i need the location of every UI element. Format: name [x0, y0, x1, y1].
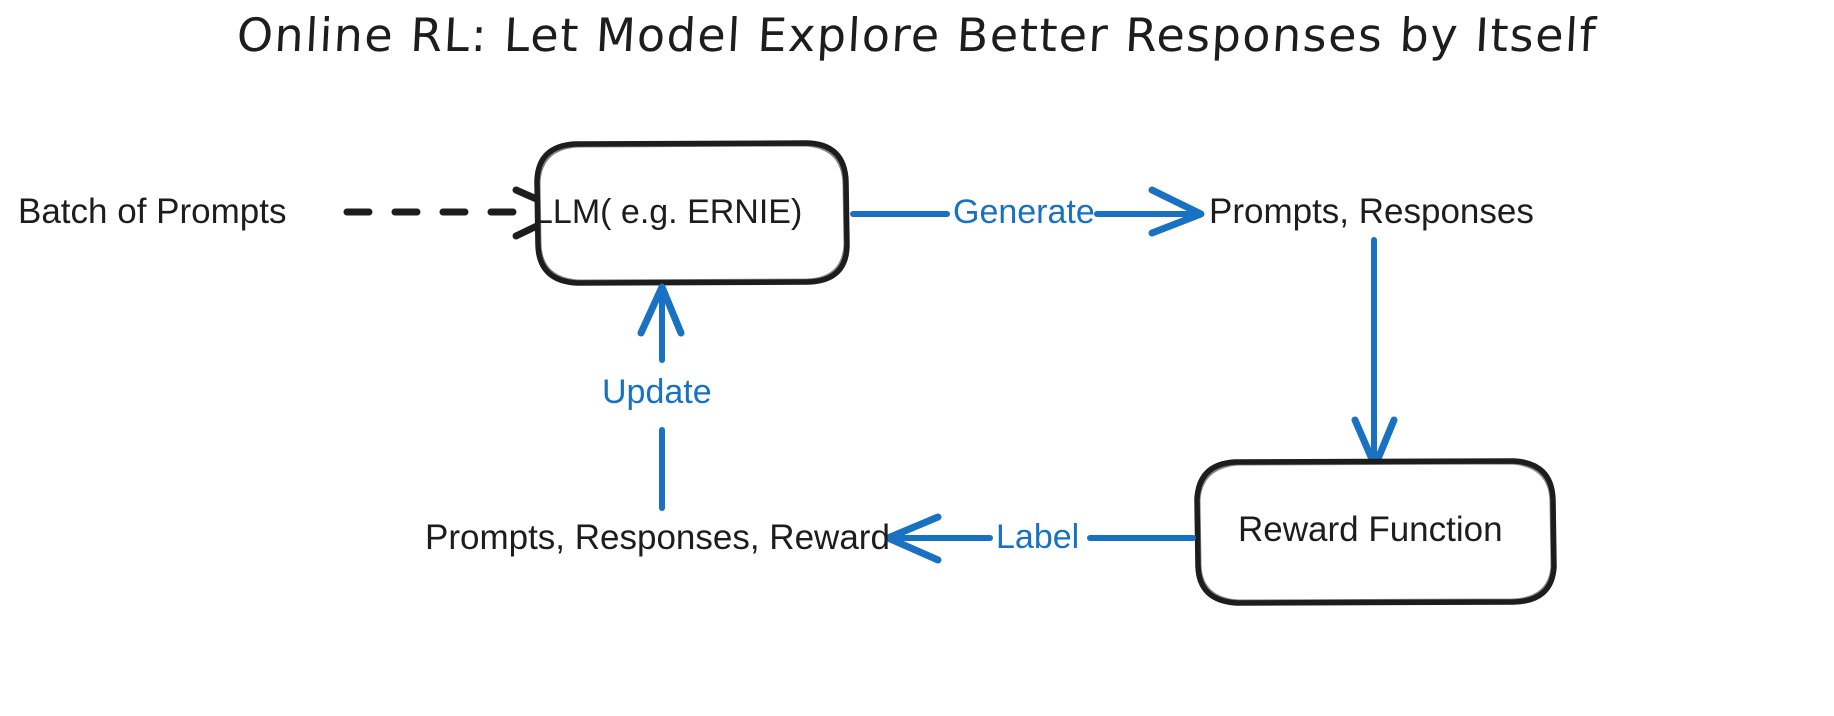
edge-generate-label: Generate: [953, 193, 1095, 231]
edge-update-label: Update: [602, 373, 712, 411]
page-title: Online RL: Let Model Explore Better Resp…: [235, 8, 1599, 62]
edge-label: [884, 513, 1196, 564]
node-prompts-responses-label: Prompts, Responses: [1209, 192, 1534, 231]
edge-label-label: Label: [996, 518, 1080, 556]
node-llm-box[interactable]: [534, 140, 850, 286]
node-reward-function-box[interactable]: [1194, 458, 1557, 606]
edge-to-reward-function: [1351, 237, 1398, 470]
node-batch-of-prompts-label: Batch of Prompts: [18, 192, 287, 231]
node-reward-function-label: Reward Function: [1238, 510, 1503, 549]
edge-update: [637, 283, 685, 511]
node-llm-box-label: LLM( e.g. ERNIE): [534, 193, 803, 231]
node-prompts-responses-reward-label: Prompts, Responses, Reward: [425, 518, 890, 557]
edge-generate: [850, 186, 1205, 237]
